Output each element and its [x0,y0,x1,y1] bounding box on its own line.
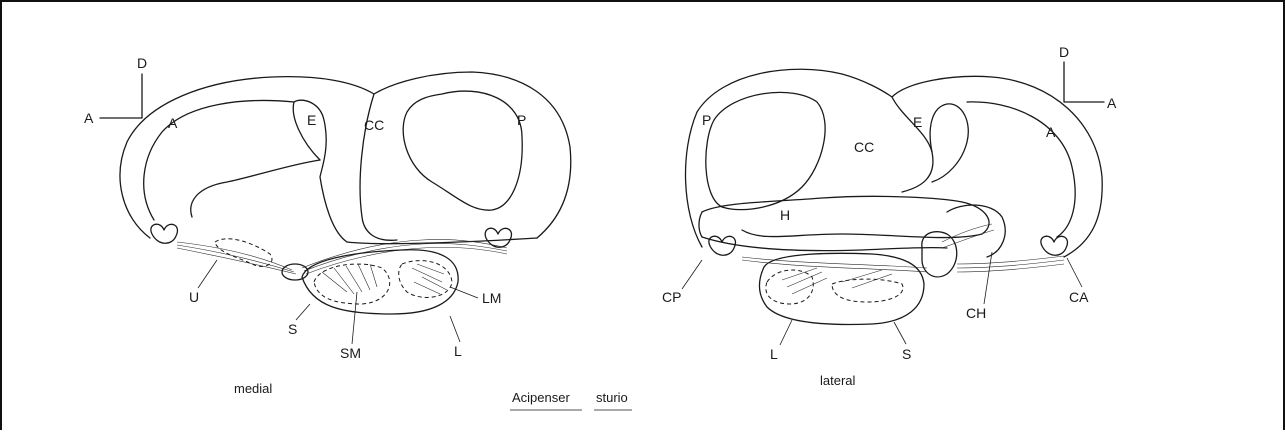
lateral-anterior-label: A [1107,95,1117,111]
medial-anterior-canal-inner [144,101,294,220]
medial-orientation-axes [100,74,142,118]
lateral-label-E: E [913,114,922,130]
medial-utricular-macula [215,239,272,267]
lateral-posterior-ampulla [709,236,736,255]
lateral-label-CA: CA [1069,289,1089,305]
lateral-label-CC: CC [854,139,874,155]
medial-label-U: U [189,289,199,305]
lateral-label-P: P [702,112,711,128]
medial-dorsal-label: D [137,55,147,71]
lateral-dorsal-label: D [1059,44,1069,60]
medial-label-L: L [454,343,462,359]
lateral-label-L: L [770,346,778,362]
lateral-anterior-ampulla [1041,236,1068,255]
lateral-label-CH: CH [966,305,986,321]
medial-label-S: S [288,321,297,337]
lateral-posterior-canal-inner [706,92,825,209]
lateral-view-caption: lateral [820,373,856,388]
medial-posterior-canal-inner [403,91,522,210]
medial-label-A: A [168,115,178,131]
medial-label-P: P [517,112,526,128]
lateral-label-H: H [780,207,790,223]
medial-anterior-label: A [84,110,94,126]
lateral-label-S: S [902,346,911,362]
lateral-orientation-axes [1064,62,1104,102]
medial-label-SM: SM [340,345,361,361]
medial-label-LM: LM [482,290,501,306]
medial-crus-commune-outline [294,100,347,242]
lateral-lagenar-macula [766,270,813,304]
lateral-label-CP: CP [662,289,681,305]
medial-view-caption: medial [234,381,272,396]
species-epithet: sturio [596,390,628,405]
medial-outer-canal-outline [120,72,571,238]
lateral-horizontal-canal [702,196,989,237]
lateral-pointer-lines [682,252,1082,345]
lateral-crus-commune [892,97,933,192]
medial-pointer-lines [198,260,478,344]
species-genus: Acipenser [512,390,570,405]
lateral-label-A: A [1046,124,1056,140]
lateral-macula-fibres [782,268,892,294]
lateral-view-drawing: D A [662,44,1117,388]
medial-label-CC: CC [364,117,384,133]
medial-macula-fibres [322,264,447,294]
species-caption: Acipenser sturio [510,390,632,410]
medial-view-drawing: D A [84,55,571,396]
medial-saccular-macula [314,264,390,304]
lateral-anterior-canal-inner [967,102,1075,237]
lateral-utricle [922,232,957,277]
medial-anterior-ampulla [151,224,178,243]
medial-label-E: E [307,112,316,128]
